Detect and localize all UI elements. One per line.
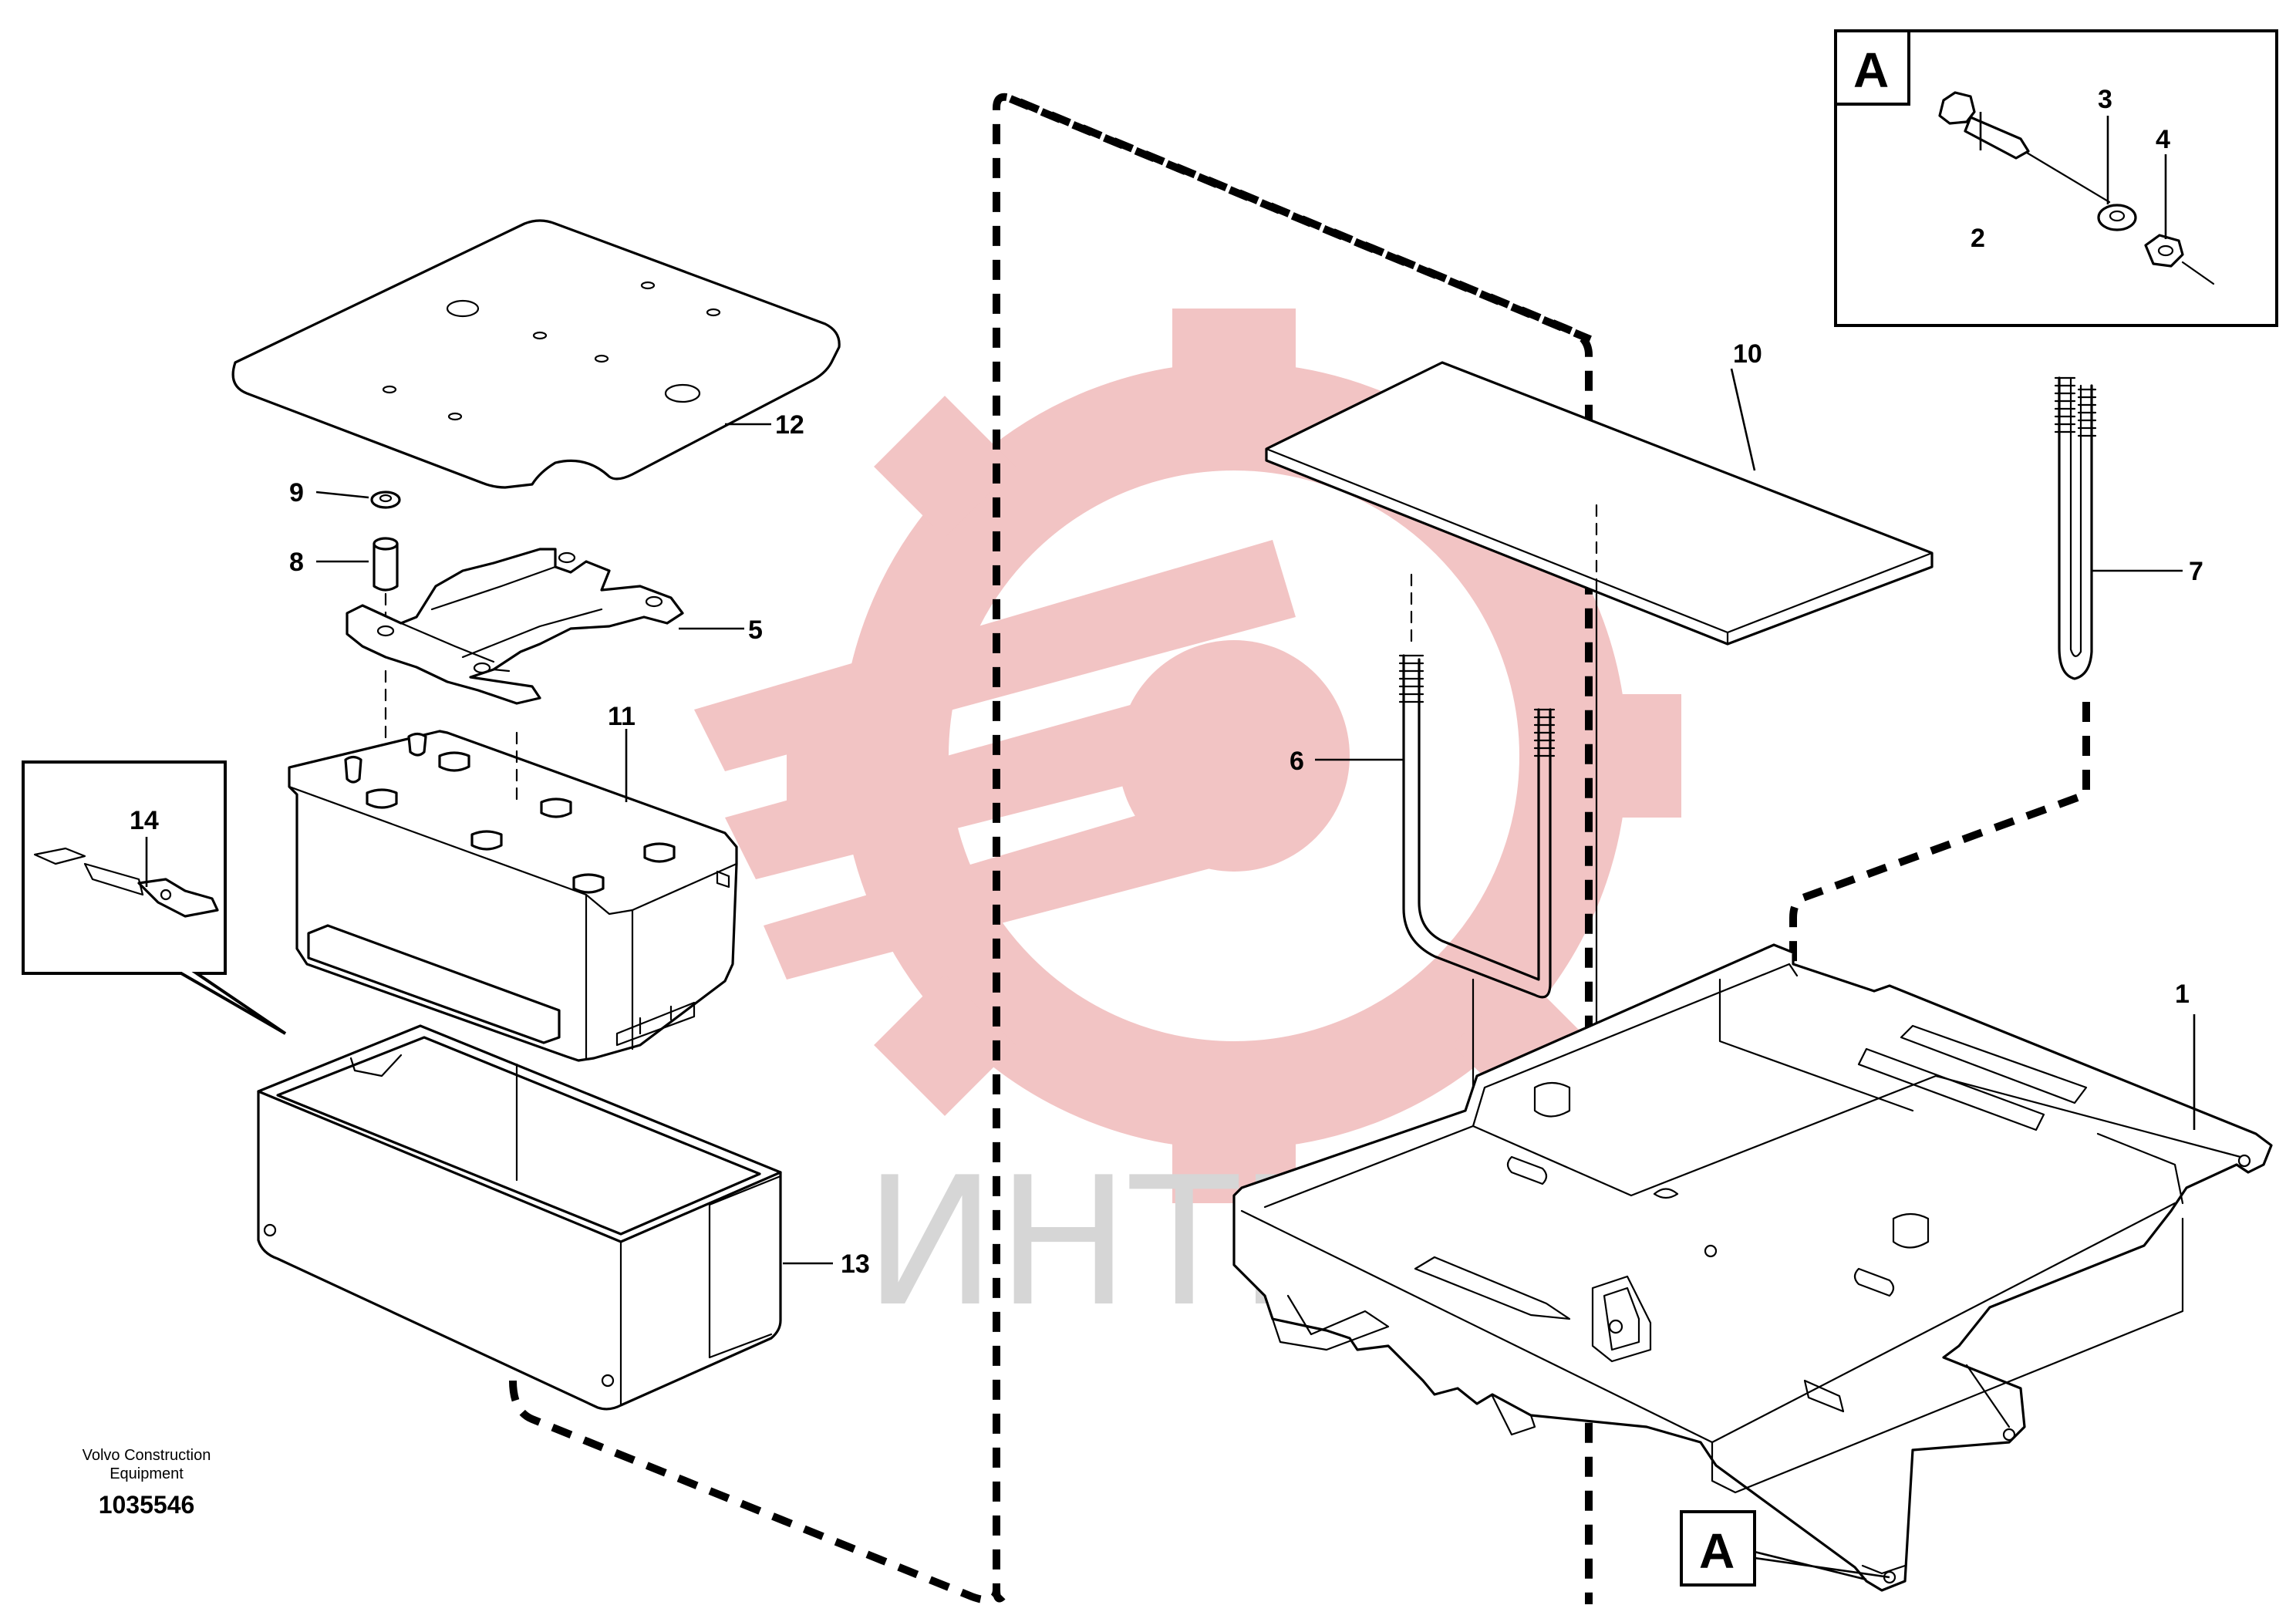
inset-detail-a <box>1834 29 2278 327</box>
spacer-sleeve <box>373 537 399 592</box>
explosion-dash-bottom <box>509 1380 1000 1604</box>
battery-cover-plate <box>231 219 841 489</box>
part-number-7: 7 <box>2189 557 2203 586</box>
battery-tray <box>1232 943 2273 1592</box>
part-number-6: 6 <box>1290 747 1304 776</box>
battery-box <box>257 1024 782 1411</box>
battery <box>288 730 738 1062</box>
part-number-10: 10 <box>1733 339 1762 369</box>
company-name-line2: Equipment <box>110 1465 184 1482</box>
callout-box-a <box>1680 1510 1890 1587</box>
tie-rod <box>2054 376 2097 680</box>
part-number-5: 5 <box>748 615 763 645</box>
part-number-13: 13 <box>841 1249 870 1279</box>
inset-detail-clip <box>22 760 287 1035</box>
flange-nut <box>370 491 401 509</box>
inset-letter: A <box>1853 42 1889 98</box>
leader-lines <box>145 112 2196 1265</box>
part-number-11: 11 <box>608 702 636 731</box>
part-number-1: 1 <box>2175 980 2190 1009</box>
explosion-dash-right <box>1789 702 2090 1203</box>
part-number-14: 14 <box>130 806 159 835</box>
drawing-number: 1035546 <box>99 1491 195 1519</box>
explosion-dash-top <box>1009 95 1592 343</box>
part-number-4: 4 <box>2156 125 2170 154</box>
part-number-3: 3 <box>2098 85 2112 114</box>
callout-letter: A <box>1699 1523 1735 1579</box>
company-name-line1: Volvo Construction <box>83 1447 211 1464</box>
battery-hold-down-bracket <box>346 548 684 705</box>
part-number-8: 8 <box>289 548 304 577</box>
part-number-9: 9 <box>289 478 304 508</box>
part-number-12: 12 <box>775 410 804 440</box>
part-number-2: 2 <box>1971 224 1985 253</box>
